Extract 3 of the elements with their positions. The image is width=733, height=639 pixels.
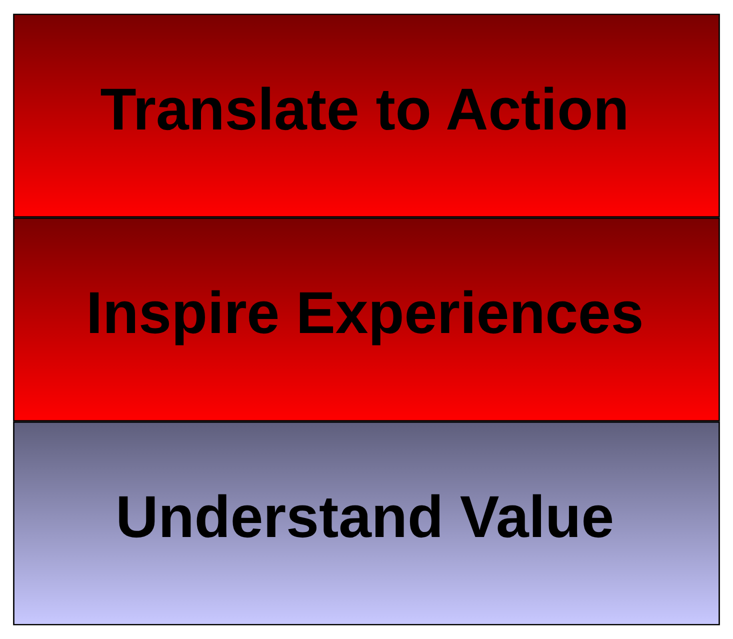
node-box: Inspire Experiences [13, 218, 720, 422]
node-box: Understand Value [13, 421, 720, 626]
node-box: Translate to Action [13, 14, 720, 218]
